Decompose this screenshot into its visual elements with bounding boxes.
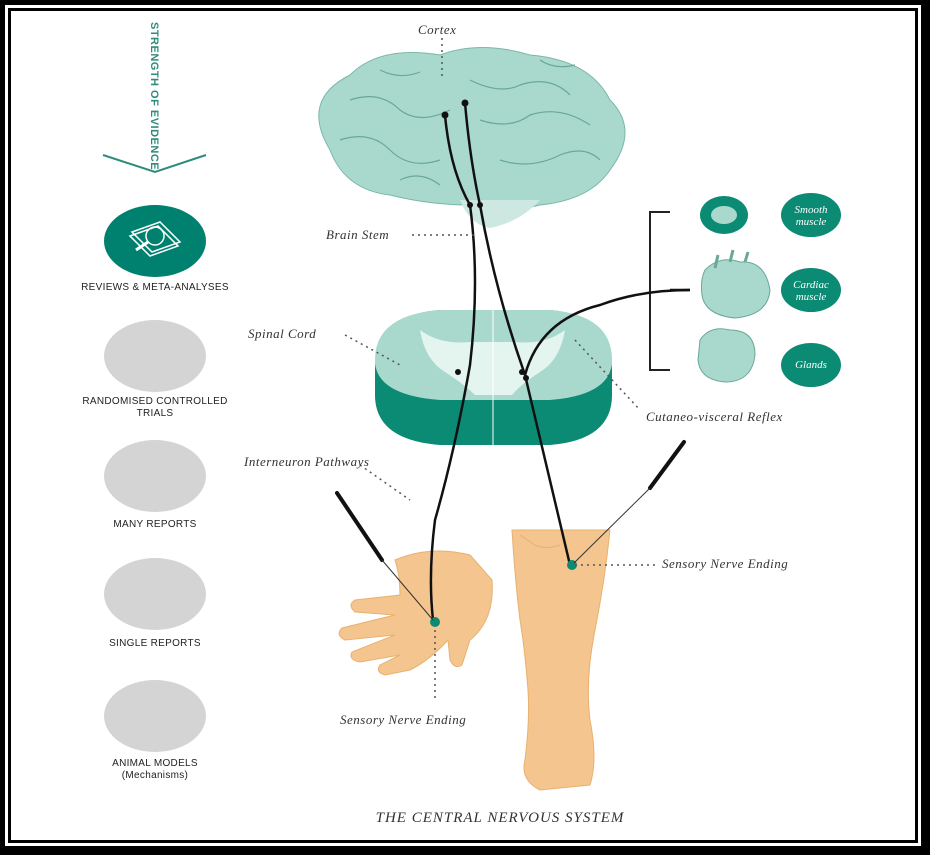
target-glands-line1: Glands — [795, 359, 827, 371]
nerve-nodes — [441, 99, 529, 381]
target-cardiac-muscle-line2: muscle — [795, 291, 827, 303]
evidence-label-reviews: REVIEWS & META-ANALYSES — [81, 282, 229, 293]
evidence-circle-single-reports — [104, 558, 206, 630]
label-cortex: Cortex — [418, 22, 457, 37]
diagram-title: THE CENTRAL NERVOUS SYSTEM — [375, 810, 625, 826]
target-cardiac-muscle-line1: Cardiac — [793, 279, 829, 291]
label-spinal-cord: Spinal Cord — [248, 326, 317, 341]
target-smooth-muscle-line2: muscle — [795, 216, 827, 228]
label-sensory-nerve-ending-leg: Sensory Nerve Ending — [662, 556, 789, 571]
magnifier-on-papers-icon — [128, 221, 182, 257]
nerve-pathways — [429, 102, 691, 621]
chevron-down-icon — [102, 154, 207, 174]
evidence-circle-many-reports — [104, 440, 206, 512]
acupuncture-needles — [335, 440, 686, 621]
evidence-circle-reviews — [104, 205, 206, 277]
evidence-label-many-reports: MANY REPORTS — [113, 519, 197, 530]
spinal-cord-illustration — [375, 310, 612, 445]
label-sensory-nerve-ending-hand: Sensory Nerve Ending — [340, 712, 467, 727]
target-organs — [649, 193, 841, 387]
hand-illustration — [338, 550, 493, 676]
target-smooth-muscle: Smooth muscle — [782, 204, 840, 228]
target-smooth-muscle-line1: Smooth — [794, 204, 828, 216]
strength-of-evidence-title: STRENGTH OF EVIDENCE — [148, 22, 160, 171]
evidence-circle-animal-models — [104, 680, 206, 752]
leg-illustration — [511, 529, 611, 791]
label-brain-stem: Brain Stem — [326, 227, 390, 242]
label-interneuron-pathways: Interneuron Pathways — [244, 454, 370, 469]
evidence-label-single-reports: SINGLE REPORTS — [109, 638, 201, 649]
evidence-label-rcts: RANDOMISED CONTROLLED TRIALS — [82, 396, 228, 419]
target-cardiac-muscle: Cardiac muscle — [782, 279, 840, 303]
evidence-label-animal-models: ANIMAL MODELS (Mechanisms) — [112, 758, 198, 781]
evidence-circle-rcts — [104, 320, 206, 392]
label-cutaneo-visceral-reflex: Cutaneo-visceral Reflex — [646, 409, 783, 424]
leader-lines — [344, 38, 655, 700]
target-glands: Glands — [782, 359, 840, 371]
brain-illustration — [318, 47, 626, 228]
